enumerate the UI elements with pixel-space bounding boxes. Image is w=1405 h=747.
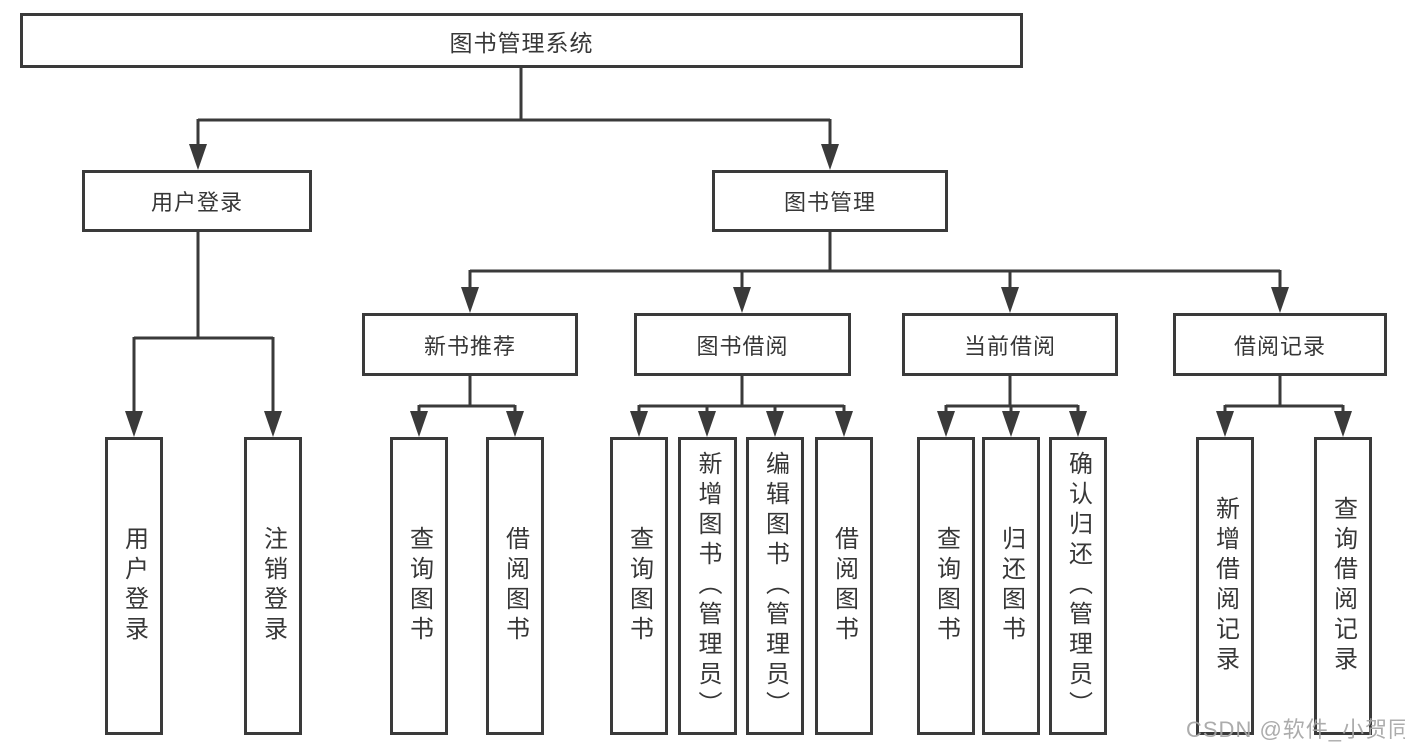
node-borrow-records-label: 借阅记录 <box>1233 333 1326 359</box>
node-new-book-recommend-label: 新书推荐 <box>423 333 516 359</box>
csdn-watermark-text: CSDN @软件_小贺同学 <box>1186 717 1405 742</box>
node-borrow-records: 借阅记录 <box>1173 313 1387 376</box>
connector-lines <box>132 68 1345 416</box>
leaf-records-add-record: 新增借阅记录 <box>1196 437 1254 735</box>
arrowhead-icon <box>1002 411 1020 437</box>
arrowhead-icon <box>1216 411 1234 437</box>
leaf-current-confirm-return-admin-label: 确认归还（管理员） <box>1064 451 1092 721</box>
connector-userlogin-to-leaves <box>132 232 275 416</box>
node-current-borrow: 当前借阅 <box>902 313 1118 376</box>
connector-current-to-leaves <box>944 376 1080 416</box>
node-book-management: 图书管理 <box>712 170 948 232</box>
node-current-borrow-label: 当前借阅 <box>963 333 1056 359</box>
leaf-records-add-record-label: 新增借阅记录 <box>1211 496 1239 676</box>
arrowhead-icon <box>1271 287 1289 313</box>
arrowhead-icon <box>1069 411 1087 437</box>
leaf-user-login-label: 用户登录 <box>120 526 148 646</box>
arrowhead-icon <box>1001 287 1019 313</box>
connector-root-to-level2 <box>196 68 832 150</box>
leaf-current-confirm-return-admin: 确认归还（管理员） <box>1049 437 1107 735</box>
leaf-current-return-books: 归还图书 <box>982 437 1040 735</box>
leaf-newbook-query-books-label: 查询图书 <box>405 526 433 646</box>
leaf-borrow-add-books-admin-label: 新增图书（管理员） <box>694 451 721 721</box>
leaf-logout: 注销登录 <box>244 437 302 735</box>
leaf-current-return-books-label: 归还图书 <box>997 526 1025 646</box>
leaf-records-query-record-label: 查询借阅记录 <box>1329 496 1357 676</box>
arrowhead-icon <box>1334 411 1352 437</box>
leaf-newbook-query-books: 查询图书 <box>390 437 448 735</box>
node-book-management-label: 图书管理 <box>783 190 876 215</box>
arrowhead-icon <box>766 411 784 437</box>
leaf-borrow-query-books-label: 查询图书 <box>625 526 653 646</box>
leaf-current-query-books-label: 查询图书 <box>932 526 960 646</box>
arrowhead-icon <box>698 411 716 437</box>
leaf-logout-label: 注销登录 <box>259 526 287 646</box>
arrowhead-icon <box>821 144 839 170</box>
leaf-user-login: 用户登录 <box>105 437 163 735</box>
connector-newbook-to-leaves <box>417 376 517 416</box>
arrowhead-icon <box>410 411 428 437</box>
node-book-borrow-label: 图书借阅 <box>696 333 789 359</box>
node-root: 图书管理系统 <box>20 13 1023 68</box>
node-root-label: 图书管理系统 <box>449 29 594 56</box>
arrowhead-icon <box>506 411 524 437</box>
arrowhead-icon <box>125 411 143 437</box>
arrowheads <box>125 144 1352 437</box>
leaf-current-query-books: 查询图书 <box>917 437 975 735</box>
leaf-borrow-edit-books-admin-label: 编辑图书（管理员） <box>761 451 789 721</box>
arrowhead-icon <box>733 287 751 313</box>
arrowhead-icon <box>937 411 955 437</box>
connector-bookmgmt-to-level3 <box>468 232 1282 292</box>
connector-borrow-to-leaves <box>637 376 846 416</box>
arrowhead-icon <box>461 287 479 313</box>
leaf-newbook-borrow-books: 借阅图书 <box>486 437 544 735</box>
arrowhead-icon <box>264 411 282 437</box>
arrowhead-icon <box>835 411 853 437</box>
node-book-borrow: 图书借阅 <box>634 313 851 376</box>
leaf-borrow-borrow-books-label: 借阅图书 <box>830 526 858 646</box>
leaf-newbook-borrow-books-label: 借阅图书 <box>501 526 529 646</box>
node-new-book-recommend: 新书推荐 <box>362 313 578 376</box>
connector-records-to-leaves <box>1223 376 1345 416</box>
arrowhead-icon <box>189 144 207 170</box>
leaf-borrow-edit-books-admin: 编辑图书（管理员） <box>746 437 804 735</box>
leaf-borrow-add-books-admin: 新增图书（管理员） <box>678 437 737 735</box>
leaf-borrow-borrow-books: 借阅图书 <box>815 437 873 735</box>
node-user-login: 用户登录 <box>82 170 312 232</box>
arrowhead-icon <box>630 411 648 437</box>
csdn-watermark: CSDN @软件_小贺同学 <box>1186 712 1405 744</box>
leaf-records-query-record: 查询借阅记录 <box>1314 437 1372 735</box>
leaf-borrow-query-books: 查询图书 <box>610 437 668 735</box>
node-user-login-label: 用户登录 <box>150 190 243 215</box>
